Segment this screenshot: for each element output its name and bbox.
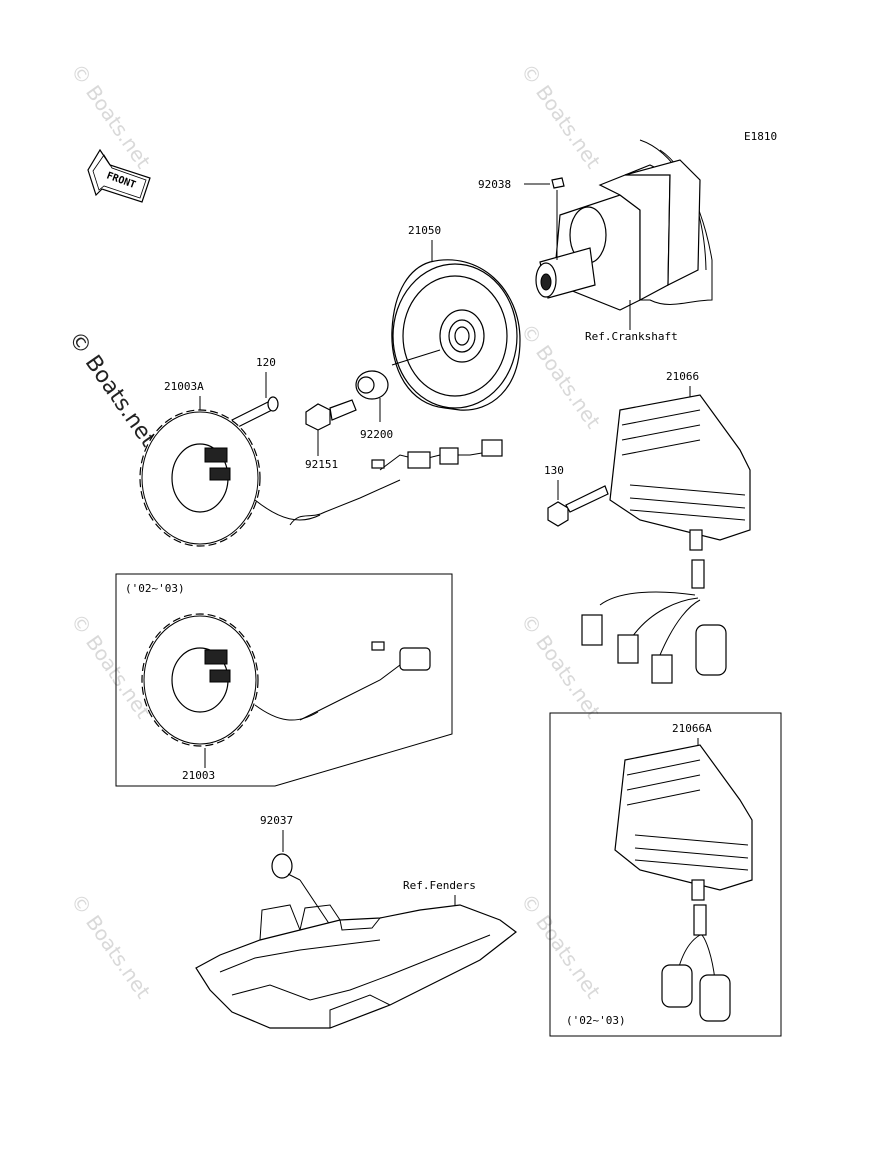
part-number-21050: 21050 [408, 224, 441, 237]
key-92038: 92038 [478, 177, 565, 260]
part-number-21066: 21066 [666, 370, 699, 383]
diagram-code: E1810 [744, 130, 777, 143]
washer-92200: 92200 [355, 370, 393, 441]
watermark: © Boats.net [66, 609, 156, 723]
part-number-92037: 92037 [260, 814, 293, 827]
front-arrow-icon: FRONT [87, 148, 151, 203]
regulator-variant-box: 21066A ('02~'03) [549, 712, 782, 1037]
regulator-years-note: ('02~'03) [566, 1014, 626, 1027]
part-number-120: 120 [256, 356, 276, 369]
watermark: © Boats.net [66, 59, 156, 173]
ref-crankshaft: Ref.Crankshaft [585, 330, 678, 343]
part-number-21066A: 21066A [672, 722, 712, 735]
stator-variant-box: ('02~'03) 21003 [115, 573, 453, 787]
regulator-21066: 21066 [581, 370, 751, 684]
part-number-92038: 92038 [478, 178, 511, 191]
stator-years-note: ('02~'03) [125, 582, 185, 595]
part-number-21003A: 21003A [164, 380, 204, 393]
crankshaft-illustration [535, 139, 713, 311]
part-number-92151: 92151 [305, 458, 338, 471]
part-number-21003: 21003 [182, 769, 215, 782]
watermark-group: © Boats.net © Boats.net © Boats.net © Bo… [63, 59, 606, 1003]
bolt-120: 120 [231, 356, 279, 429]
flywheel-21050: 21050 [391, 224, 521, 411]
watermark-main: © Boats.net [63, 327, 161, 452]
watermark: © Boats.net [66, 889, 156, 1003]
part-number-92200: 92200 [360, 428, 393, 441]
bolt-130: 130 [544, 464, 609, 527]
fender-illustration: 92037 Ref.Fenders [195, 814, 517, 1029]
bolt-92151: 92151 [305, 399, 357, 471]
ref-fenders: Ref.Fenders [403, 879, 476, 892]
watermark: © Boats.net [516, 59, 606, 173]
watermark: © Boats.net [516, 889, 606, 1003]
stator-21003A: 21003A [139, 380, 503, 547]
part-number-130: 130 [544, 464, 564, 477]
